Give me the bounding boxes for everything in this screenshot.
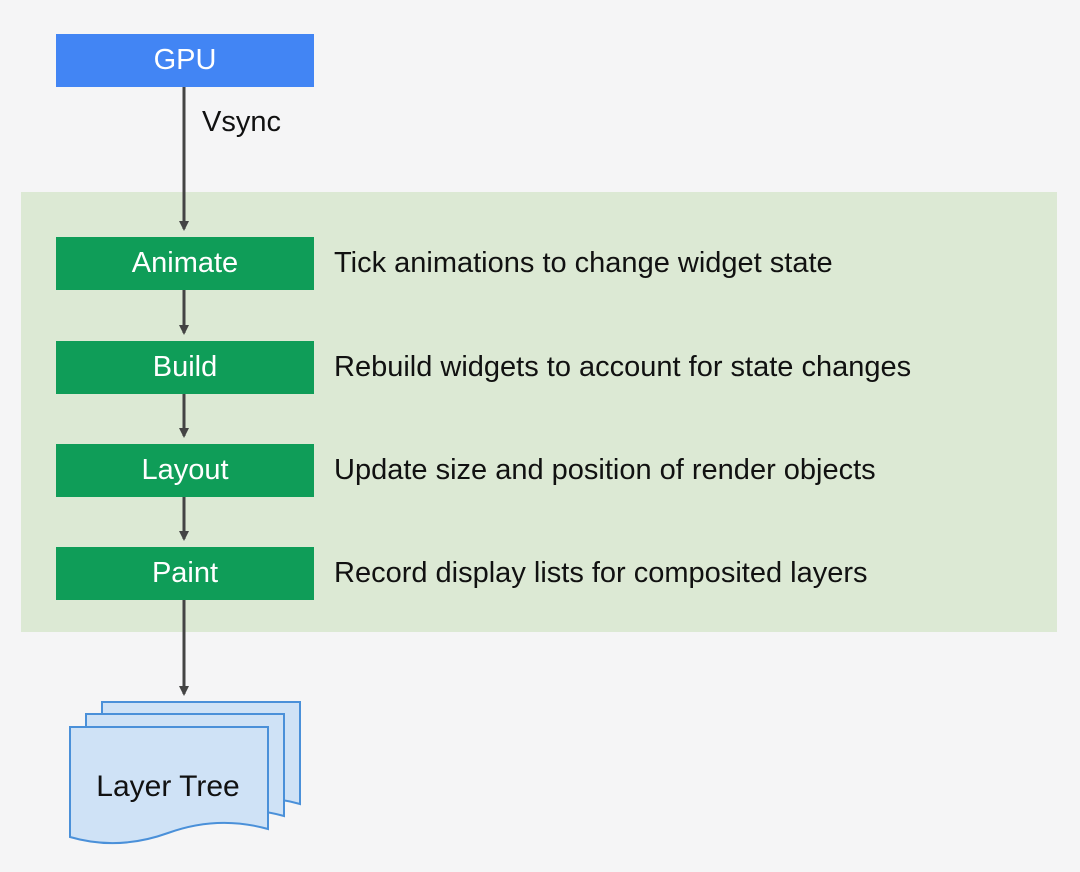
layer-tree-label: Layer Tree	[96, 770, 240, 803]
gpu-box: GPU	[56, 34, 314, 87]
stage-build-description: Rebuild widgets to account for state cha…	[334, 351, 912, 383]
stage-layout-box: Layout	[56, 444, 314, 497]
stage-build-box: Build	[56, 341, 314, 394]
stage-paint-description: Record display lists for composited laye…	[334, 557, 868, 589]
stage-layout-description: Update size and position of render objec…	[334, 454, 876, 486]
stage-paint-box: Paint	[56, 547, 314, 600]
stage-animate-description: Tick animations to change widget state	[334, 247, 833, 279]
vsync-label: Vsync	[202, 106, 281, 138]
layer-tree-document-icon	[69, 701, 301, 845]
stage-animate-box: Animate	[56, 237, 314, 290]
